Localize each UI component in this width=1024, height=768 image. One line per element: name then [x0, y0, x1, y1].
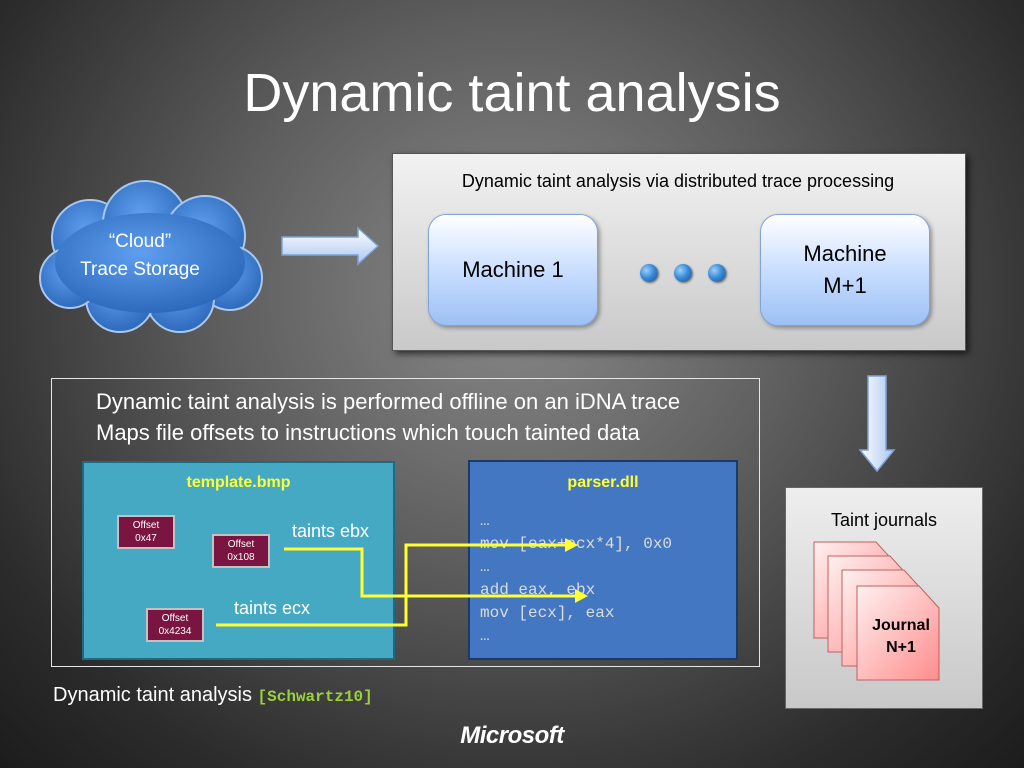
ecx-arrowhead-icon	[565, 538, 578, 552]
microsoft-logo: Microsoft	[460, 722, 564, 749]
offset-box-0x47: Offset 0x47	[117, 515, 175, 549]
citation-reference: [Schwartz10]	[257, 688, 373, 706]
offset-box-0x4234: Offset 0x4234	[146, 608, 204, 642]
code-line: …	[480, 627, 490, 645]
offset-box-0x108: Offset 0x108	[212, 534, 270, 568]
taint-journals-title: Taint journals	[830, 510, 938, 530]
offset-label: Offset	[132, 520, 160, 531]
journal-n1-label: Journal N+1	[858, 615, 944, 659]
cloud-label-line1: “Cloud”	[108, 231, 172, 252]
processing-title: Dynamic taint analysis via distributed t…	[461, 171, 895, 191]
journal-stack-icon	[813, 541, 940, 681]
machine-last-label-line2: M+1	[823, 273, 867, 298]
offset-label: Offset	[161, 613, 189, 624]
cloud-shape	[39, 180, 263, 333]
offset-value: 0x47	[135, 533, 157, 544]
ellipsis-dot-icon	[674, 264, 692, 282]
machine-last-label-line1: Machine	[803, 241, 887, 266]
ebx-connector-arrow	[284, 547, 575, 598]
cloud-label: “Cloud” Trace Storage	[55, 228, 225, 284]
code-line: mov [ecx], eax	[480, 604, 615, 622]
template-file-title: template.bmp	[186, 474, 291, 491]
machine-1-node: Machine 1	[428, 214, 598, 326]
ebx-arrowhead-icon	[575, 589, 588, 603]
right-arrow-icon	[281, 226, 380, 266]
description-line-2: Maps file offsets to instructions which …	[96, 420, 640, 445]
citation-text: Dynamic taint analysis	[53, 684, 252, 706]
offset-value: 0x4234	[158, 626, 192, 637]
journal-label-line1: Journal	[872, 617, 930, 634]
parser-dll-panel	[468, 460, 738, 660]
ellipsis-dot-icon	[708, 264, 726, 282]
description-box	[51, 378, 760, 667]
slide-title: Dynamic taint analysis	[243, 63, 781, 123]
offset-label: Offset	[227, 539, 255, 550]
offset-value: 0x108	[227, 552, 255, 563]
code-line: …	[480, 512, 490, 530]
taints-ecx-label: taints ecx	[234, 598, 311, 618]
code-line: …	[480, 558, 490, 576]
machine-1-label: Machine 1	[462, 257, 564, 282]
citation: Dynamic taint analysis [Schwartz10]	[53, 684, 373, 707]
description-line-1: Dynamic taint analysis is performed offl…	[96, 389, 681, 414]
ecx-connector-arrow	[216, 543, 565, 627]
ellipsis-dot-icon	[640, 264, 658, 282]
cloud-label-line2: Trace Storage	[80, 259, 200, 280]
down-arrow-icon	[858, 375, 896, 473]
journal-label-line2: N+1	[886, 639, 916, 656]
machine-last-node: Machine M+1	[760, 214, 930, 326]
taints-ebx-label: taints ebx	[292, 521, 370, 541]
parser-dll-title: parser.dll	[567, 474, 639, 491]
